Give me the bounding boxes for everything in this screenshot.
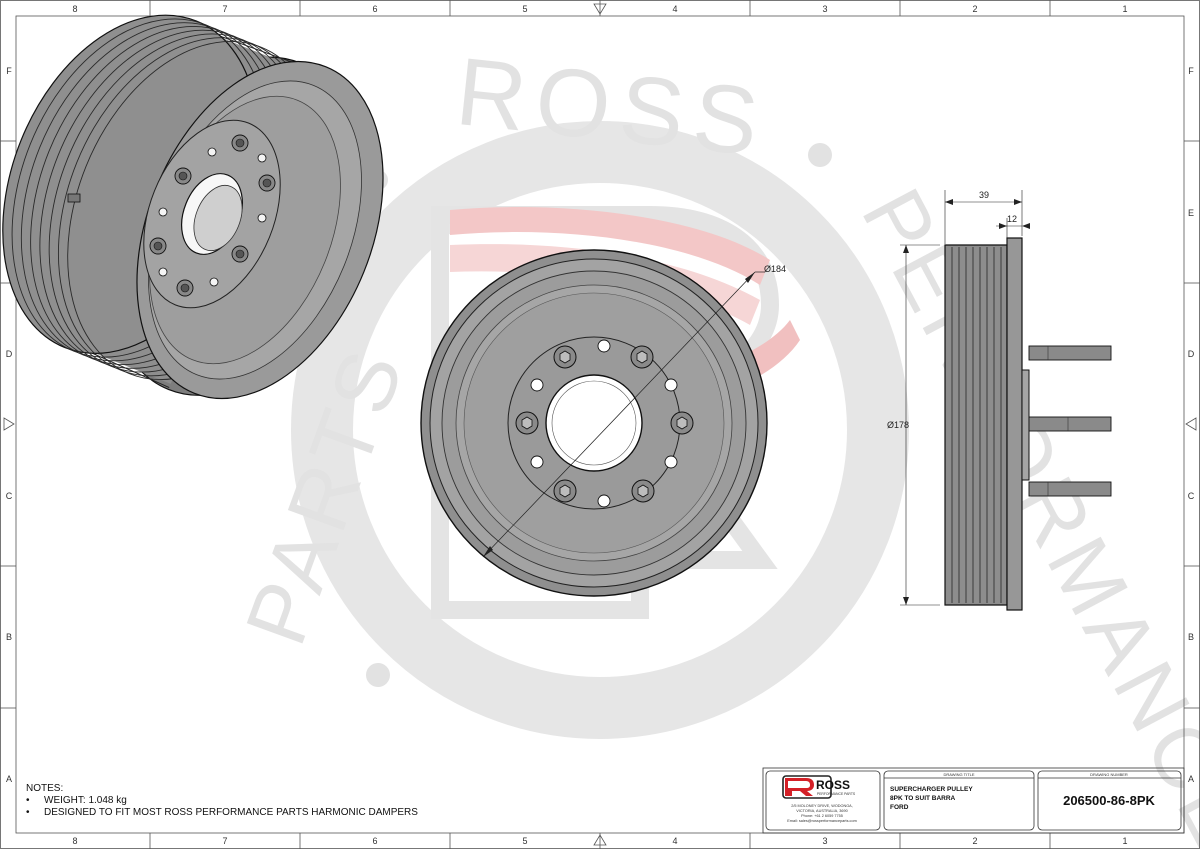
flange-width-dimension: 12 bbox=[1007, 214, 1017, 224]
front-view: Ø184 bbox=[420, 249, 786, 597]
groove-diameter-dimension: Ø178 bbox=[887, 420, 909, 430]
ross-logo: ROSS PERFORMANCE PARTS bbox=[782, 775, 856, 799]
col-label-1-top: 1 bbox=[1122, 4, 1127, 14]
side-view: 39 12 Ø178 bbox=[887, 190, 1112, 611]
bullet-icon: • bbox=[26, 795, 30, 806]
overall-width-dimension: 39 bbox=[979, 190, 989, 200]
col-label-4-bottom: 4 bbox=[672, 836, 677, 846]
drawing-number: 206500-86-8PK bbox=[1063, 793, 1155, 808]
col-label-4-top: 4 bbox=[672, 4, 677, 14]
col-label-5-bottom: 5 bbox=[522, 836, 527, 846]
col-label-8-top: 8 bbox=[72, 4, 77, 14]
drawing-title-line-3: FORD bbox=[890, 804, 909, 811]
col-label-7-bottom: 7 bbox=[222, 836, 227, 846]
row-label-f-right: F bbox=[1188, 66, 1194, 76]
logo-text: ROSS bbox=[816, 778, 850, 792]
drawing-number-label: DRAWING NUMBER bbox=[1090, 772, 1128, 777]
notes-block: NOTES: • WEIGHT: 1.048 kg • DESIGNED TO … bbox=[26, 783, 418, 819]
row-label-b-left: B bbox=[6, 632, 12, 642]
outer-diameter-dimension: Ø184 bbox=[764, 264, 786, 274]
bullet-icon: • bbox=[26, 807, 30, 818]
col-label-1-bottom: 1 bbox=[1122, 836, 1127, 846]
row-label-d-left: D bbox=[6, 349, 13, 359]
note-compatibility: DESIGNED TO FIT MOST ROSS PERFORMANCE PA… bbox=[44, 807, 418, 818]
notes-heading: NOTES: bbox=[26, 783, 64, 794]
col-label-2-top: 2 bbox=[972, 4, 977, 14]
col-label-3-bottom: 3 bbox=[822, 836, 827, 846]
row-label-a-right: A bbox=[1188, 774, 1194, 784]
row-label-c-left: C bbox=[6, 491, 13, 501]
note-weight: WEIGHT: 1.048 kg bbox=[44, 795, 127, 806]
address-line-1: 2/5 MOLONEY DRIVE, WODONGA, bbox=[791, 804, 853, 808]
row-label-d-right: D bbox=[1188, 349, 1195, 359]
address-line-2: VICTORIA, AUSTRALIA, 3690 bbox=[796, 809, 847, 813]
col-label-3-top: 3 bbox=[822, 4, 827, 14]
note-item: • WEIGHT: 1.048 kg bbox=[26, 795, 418, 807]
logo-subtext: PERFORMANCE PARTS bbox=[817, 792, 856, 796]
col-label-2-bottom: 2 bbox=[972, 836, 977, 846]
col-label-5-top: 5 bbox=[522, 4, 527, 14]
row-label-f-left: F bbox=[6, 66, 12, 76]
col-label-7-top: 7 bbox=[222, 4, 227, 14]
isometric-view bbox=[2, 14, 384, 400]
col-label-8-bottom: 8 bbox=[72, 836, 77, 846]
note-item: • DESIGNED TO FIT MOST ROSS PERFORMANCE … bbox=[26, 807, 418, 819]
row-label-b-right: B bbox=[1188, 632, 1194, 642]
drawing-title-label: DRAWING TITLE bbox=[943, 772, 974, 777]
row-label-e-right: E bbox=[1188, 208, 1194, 218]
address-line-4: Email: sales@rossperformanceparts.com bbox=[787, 819, 856, 823]
col-label-6-top: 6 bbox=[372, 4, 377, 14]
drawing-title-line-1: SUPERCHARGER PULLEY bbox=[890, 786, 973, 793]
address-line-3: Phone: +61 2 6059 7755 bbox=[801, 814, 843, 818]
row-label-c-right: C bbox=[1188, 491, 1195, 501]
title-block bbox=[762, 767, 1185, 834]
drawing-title-line-2: 8PK TO SUIT BARRA bbox=[890, 795, 956, 802]
col-label-6-bottom: 6 bbox=[372, 836, 377, 846]
row-label-a-left: A bbox=[6, 774, 12, 784]
